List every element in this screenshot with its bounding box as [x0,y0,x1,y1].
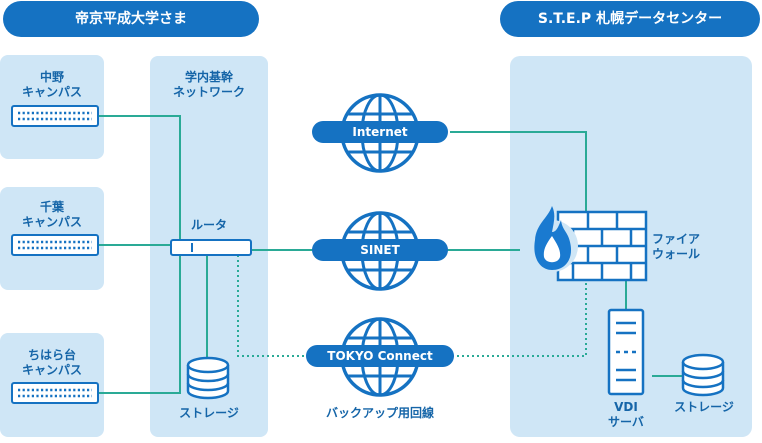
campus-suffix: キャンパス [21,85,82,99]
switch-icon [10,381,100,405]
campus-label-chiba: 千葉 キャンパス [0,200,104,230]
campus-label-nakano: 中野 キャンパス [0,70,104,100]
campus-name: ちはら台 [27,348,76,362]
storage-right-label: ストレージ [674,400,734,414]
firewall-line2: ウォール [652,247,701,261]
campus-name: 中野 [39,70,64,84]
flame-icon [526,206,578,272]
firewall-label: ファイア ウォール [652,232,722,262]
backbone-line1: 学内基幹 [184,70,233,84]
left-org-header: 帝京平成大学さま [3,1,259,37]
database-icon [186,356,230,400]
database-icon [681,353,725,397]
router-label: ルータ [190,218,227,232]
firewall-line1: ファイア [652,232,701,246]
backbone-label: 学内基幹 ネットワーク [150,70,268,100]
internet-pill: Internet [312,121,448,143]
datacenter-header: S.T.E.P 札幌データセンター [500,1,760,37]
tokyo-connect-pill: TOKYO Connect [306,345,454,367]
vdi-line2: サーバ [608,415,644,429]
campus-label-chiharadai: ちはら台 キャンパス [0,348,104,378]
switch-icon [10,104,100,128]
router-icon [170,239,252,256]
campus-suffix: キャンパス [21,363,82,377]
vdi-line1: VDI [614,400,638,414]
campus-suffix: キャンパス [21,215,82,229]
campus-name: 千葉 [39,200,64,214]
sinet-pill: SINET [312,239,448,261]
switch-icon [10,233,100,257]
backup-line-caption: バックアップ用回線 [325,406,434,420]
server-icon [607,308,645,396]
backbone-line2: ネットワーク [172,85,245,99]
storage-left-label: ストレージ [179,406,239,420]
vdi-label: VDI サーバ [596,400,656,430]
